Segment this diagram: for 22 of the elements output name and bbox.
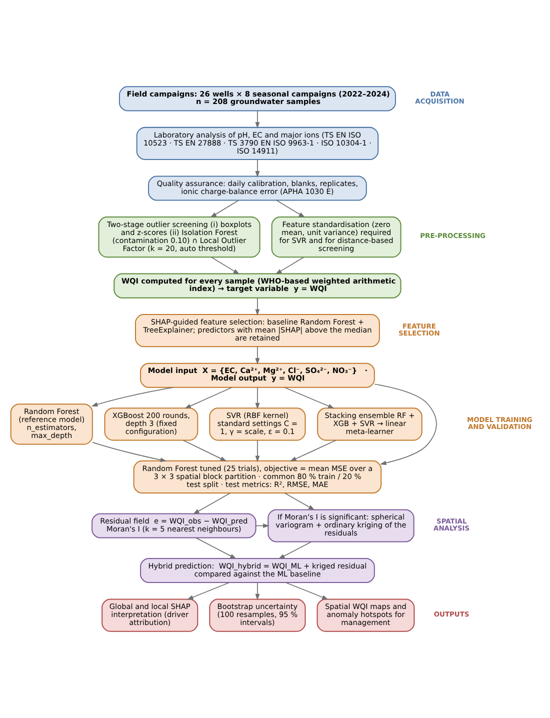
- arrow: [275, 256, 304, 274]
- arrow: [210, 256, 240, 274]
- arrow: [255, 346, 260, 365]
- arrow: [255, 440, 260, 462]
- arrow: [276, 200, 306, 218]
- arrow: [284, 492, 315, 510]
- arrow: [192, 492, 231, 514]
- arrow: [374, 384, 437, 466]
- arrow: [255, 387, 260, 410]
- arrow: [290, 440, 336, 462]
- arrow: [255, 159, 260, 178]
- arrow: [195, 537, 237, 559]
- arrow: [284, 386, 334, 409]
- arrow: [278, 541, 312, 560]
- arrow: [255, 582, 260, 600]
- arrow: [184, 386, 232, 409]
- arrow: [91, 386, 174, 407]
- arrow: [255, 297, 260, 316]
- arrow: [255, 110, 260, 129]
- arrow: [210, 200, 240, 218]
- arrow: [182, 440, 227, 462]
- arrow: [92, 442, 167, 462]
